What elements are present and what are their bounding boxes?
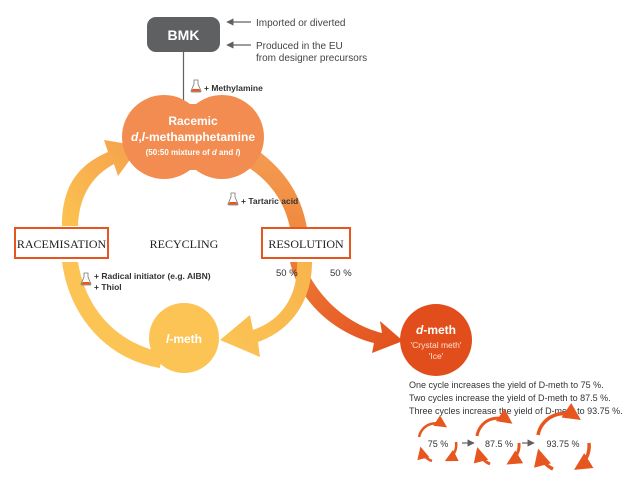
d-meth-alias-ice: 'Ice'	[429, 351, 444, 361]
d-meth-node: d-meth 'Crystal meth' 'Ice'	[400, 304, 472, 376]
racemic-node: Racemic d,l-methamphetamine (50:50 mixtu…	[122, 95, 264, 179]
to-racemisation-arc	[62, 262, 162, 368]
recycling-label: RECYCLING	[150, 237, 219, 251]
to-racemic-arrow	[62, 140, 140, 226]
racemic-line1: Racemic	[168, 114, 218, 128]
racemisation-label: RACEMISATION	[17, 237, 107, 251]
cycle-icon-1: 75 %	[417, 415, 459, 463]
split-left-percent: 50 %	[276, 268, 298, 279]
reagent-thiol: + Thiol	[94, 282, 122, 292]
resolution-label: RESOLUTION	[268, 237, 344, 251]
bmk-node: BMK	[147, 17, 220, 52]
bmk-note-produced-2: from designer precursors	[256, 53, 367, 64]
flask-icon	[80, 272, 92, 286]
l-meth-node: l-meth	[149, 303, 219, 373]
l-meth-label: l-meth	[166, 332, 202, 346]
resolution-box: RESOLUTION	[261, 227, 351, 259]
d-meth-alias-crystal: 'Crystal meth'	[411, 340, 462, 350]
reagent-tartaric-acid: + Tartaric acid	[241, 196, 298, 206]
d-meth-label: d-meth	[416, 323, 456, 337]
reagent-methylamine: + Methylamine	[204, 83, 263, 93]
cycle-icon-2: 87.5 %	[473, 408, 524, 466]
reagent-radical-initiator: + Radical initiator (e.g. AIBN)	[94, 271, 211, 281]
yield-note-2: Two cycles increase the yield of D-meth …	[409, 393, 611, 403]
flask-icon	[190, 79, 202, 93]
split-right-percent: 50 %	[330, 268, 352, 279]
flask-icon	[227, 192, 239, 206]
bmk-label: BMK	[168, 27, 200, 43]
racemisation-box: RACEMISATION	[14, 227, 109, 259]
racemic-line3: (50:50 mixture of d and l)	[146, 148, 241, 157]
bmk-note-produced-1: Produced in the EU	[256, 41, 343, 52]
cycle-icon-3: 93.75 %	[534, 402, 594, 471]
bmk-note-imported: Imported or diverted	[256, 18, 346, 29]
cycle-2-label: 87.5 %	[485, 439, 513, 449]
cycle-3-label: 93.75 %	[546, 439, 579, 449]
yield-note-1: One cycle increases the yield of D-meth …	[409, 380, 604, 390]
racemic-line2: d,l-methamphetamine	[131, 130, 255, 144]
cycle-1-label: 75 %	[428, 439, 449, 449]
to-l-meth-arrow	[220, 262, 312, 357]
yield-note-3: Three cycles increase the yield of D-met…	[409, 406, 623, 416]
